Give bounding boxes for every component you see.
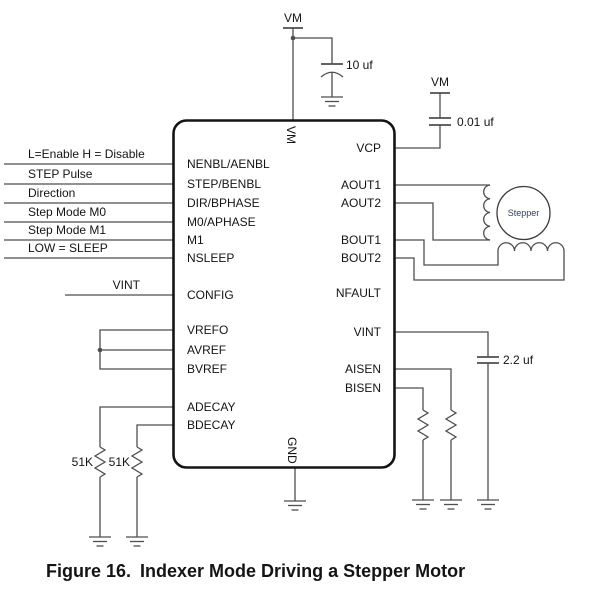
net-label-vm-top: VM: [284, 11, 302, 25]
resistor-bisen: [417, 409, 429, 441]
pin-label-gnd: GND: [285, 437, 299, 464]
value-label-0.01uf: 0.01 uf: [457, 115, 494, 129]
wire-bout2: [395, 251, 565, 281]
input-label-step-pulse: STEP Pulse: [28, 167, 93, 181]
figure-caption-number: Figure 16.: [46, 561, 131, 581]
input-label-enable: L=Enable H = Disable: [28, 147, 145, 161]
wire-bdecay: [136, 424, 173, 447]
resistor-aisen: [445, 409, 457, 441]
wire-vcp: [395, 125, 441, 149]
capacitor-10uf: [320, 63, 344, 78]
value-label-51k-a: 51K: [72, 455, 93, 469]
pin-label-vcp: VCP: [356, 141, 381, 155]
value-label-2.2uf: 2.2 uf: [503, 353, 534, 367]
pin-label-m1: M1: [187, 233, 204, 247]
wire-vint: [395, 331, 489, 357]
coil-a-winding: [483, 184, 491, 241]
stepper-motor: Stepper: [496, 185, 551, 241]
pin-label-aisen: AISEN: [345, 362, 381, 376]
pin-label-vm: VM: [284, 126, 298, 144]
value-label-51k-b: 51K: [109, 455, 130, 469]
motor-label: Stepper: [508, 208, 540, 218]
value-label-10uf: 10 uf: [346, 58, 373, 72]
right-pin-labels: VCP AOUT1 AOUT2 BOUT1 BOUT2 NFAULT VINT …: [336, 141, 382, 395]
ground-symbol: [320, 96, 344, 107]
pin-label-step-benbl: STEP/BENBL: [187, 177, 261, 191]
pin-label-vint: VINT: [354, 325, 382, 339]
coil-b-winding: [497, 242, 565, 252]
motor-circle: [496, 185, 551, 241]
ground-symbol: [476, 499, 500, 510]
pin-label-bout1: BOUT1: [341, 233, 381, 247]
pin-label-nenbl-aenbl: NENBL/AENBL: [187, 157, 270, 171]
pin-label-avref: AVREF: [187, 343, 226, 357]
ground-symbol: [88, 536, 112, 547]
resistor-51k-bdecay: [131, 446, 143, 478]
net-label-vint: VINT: [113, 278, 141, 292]
pin-label-bout2: BOUT2: [341, 251, 381, 265]
pin-label-nfault: NFAULT: [336, 286, 382, 300]
pin-label-bdecay: BDECAY: [187, 418, 235, 432]
ground-symbol: [439, 499, 463, 510]
figure-caption-title: Indexer Mode Driving a Stepper Motor: [140, 561, 465, 581]
ground-symbol: [125, 536, 149, 547]
wire-adecay: [99, 406, 173, 447]
wire-aout2: [395, 202, 490, 241]
pin-label-config: CONFIG: [187, 288, 234, 302]
capacitor-2.2uf: [477, 356, 499, 364]
wire-aisen: [395, 368, 452, 410]
pin-label-bvref: BVREF: [187, 362, 227, 376]
pin-label-vrefo: VREFO: [187, 323, 228, 337]
pin-label-nsleep: NSLEEP: [187, 251, 234, 265]
input-label-direction: Direction: [28, 186, 75, 200]
junction-dot: [97, 347, 103, 353]
ground-symbol: [283, 500, 307, 511]
junction-dot: [290, 35, 296, 41]
wires: [4, 28, 565, 537]
wire-bulk-cap-branch: [293, 37, 333, 64]
wire-bisen: [395, 387, 424, 410]
wire-bout1: [395, 239, 499, 266]
pin-label-aout1: AOUT1: [341, 178, 381, 192]
input-label-step-mode-m0: Step Mode M0: [28, 205, 106, 219]
ic-body: [172, 119, 396, 469]
capacitor-0.01uf: [429, 117, 451, 126]
pin-label-dir-bphase: DIR/BPHASE: [187, 196, 260, 210]
input-label-step-mode-m1: Step Mode M1: [28, 223, 106, 237]
pin-label-aout2: AOUT2: [341, 196, 381, 210]
pin-label-adecay: ADECAY: [187, 400, 235, 414]
net-label-vm-vcp: VM: [431, 75, 449, 89]
figure-caption: Figure 16. Indexer Mode Driving a Stepper…: [46, 561, 465, 581]
pin-label-bisen: BISEN: [345, 381, 381, 395]
input-signal-labels: L=Enable H = Disable STEP Pulse Directio…: [28, 147, 145, 292]
ground-symbol: [411, 499, 435, 510]
input-label-low-sleep: LOW = SLEEP: [28, 241, 108, 255]
pin-label-m0-aphase: M0/APHASE: [187, 215, 256, 229]
resistor-51k-adecay: [94, 446, 106, 478]
left-pin-labels: NENBL/AENBL STEP/BENBL DIR/BPHASE M0/APH…: [187, 157, 270, 432]
